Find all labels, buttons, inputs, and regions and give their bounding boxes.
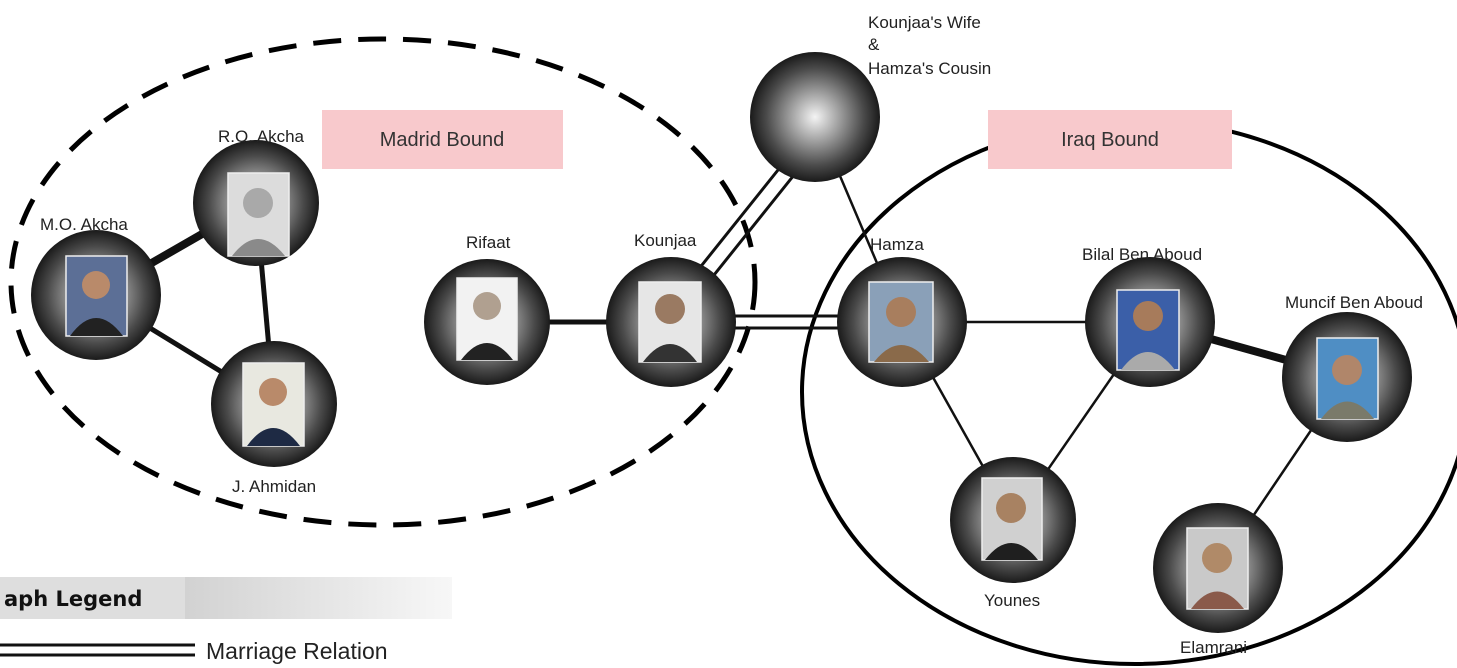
node-mo-akcha[interactable]	[31, 230, 161, 360]
label-ro-akcha: R.O. Akcha	[218, 127, 305, 146]
label-bilal: Bilal Ben Aboud	[1082, 245, 1202, 264]
legend-marriage-label: Marriage Relation	[206, 638, 388, 664]
legend-fade-bar	[185, 577, 452, 619]
node-hamza[interactable]	[837, 257, 967, 387]
node-younes[interactable]	[950, 457, 1076, 583]
legend-title-bar	[0, 577, 185, 619]
madrid-zone-label: Madrid Bound	[380, 129, 505, 151]
madrid-zone-badge	[322, 110, 563, 169]
label-wife-line3: Hamza's Cousin	[868, 59, 991, 78]
legend-marriage-symbol	[0, 643, 195, 657]
graph-legend: aph Legend Marriage Relation	[0, 577, 452, 664]
node-ahmidan[interactable]	[211, 341, 337, 467]
label-wife-line2: &	[868, 35, 880, 54]
node-rifaat[interactable]	[424, 259, 550, 385]
label-kounjaa: Kounjaa	[634, 231, 697, 250]
iraq-zone-label: Iraq Bound	[1061, 129, 1159, 151]
label-rifaat: Rifaat	[466, 233, 511, 252]
node-kounjaa-wife[interactable]	[750, 52, 880, 182]
madrid-group-boundary	[8, 36, 758, 528]
label-hamza: Hamza	[870, 235, 924, 254]
node-muncif[interactable]	[1282, 312, 1412, 442]
iraq-zone-badge	[988, 110, 1232, 169]
label-ahmidan: J. Ahmidan	[232, 477, 316, 496]
label-elamrani: Elamrani	[1180, 638, 1247, 657]
legend-title: aph Legend	[4, 587, 142, 611]
label-mo-akcha: M.O. Akcha	[40, 215, 128, 234]
label-wife-line1: Kounjaa's Wife	[868, 13, 981, 32]
node-ro-akcha[interactable]	[193, 140, 319, 266]
node-elamrani[interactable]	[1153, 503, 1283, 633]
node-kounjaa[interactable]	[606, 257, 736, 387]
label-muncif: Muncif Ben Aboud	[1285, 293, 1423, 312]
node-bilal[interactable]	[1085, 257, 1215, 387]
label-younes: Younes	[984, 591, 1040, 610]
